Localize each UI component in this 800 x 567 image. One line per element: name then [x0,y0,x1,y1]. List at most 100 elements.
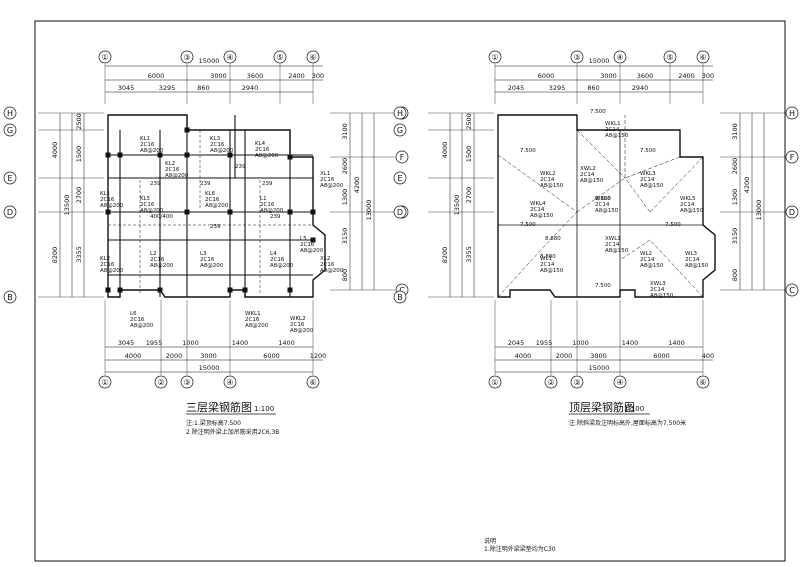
roof-beam-annotation: A8@150 [540,268,564,274]
top-axis-bubble-label: ③ [183,53,190,62]
roof-beam-annotation: XWL3 [650,281,666,287]
bottom-axis-bubble-label: ⑥ [309,378,316,387]
elevation-mark: 7.500 [590,109,606,115]
beam-annotation: A8@200 [150,263,174,269]
beam-annotation: A8@200 [140,148,164,154]
top-axis-bubble-label: ③ [573,53,580,62]
bottom-dim: 4000 [515,352,532,360]
beam-annotation: 2C16 [200,257,215,263]
section-text: 239 [270,214,281,220]
beam-annotation: 2C16 [320,262,335,268]
column [287,287,293,293]
beam-annotation: A8@200 [205,203,229,209]
left-plan-title: 三层梁钢筋图 [186,400,252,414]
left-dim: 2700 [75,187,83,204]
bottom-axis-bubble [696,375,710,389]
right-dim: 800 [731,269,739,281]
beam-annotation: A8@200 [100,268,124,274]
beam-annotation: KL5 [140,196,151,202]
roof-beam-annotation: WKL2 [540,171,556,177]
beam-annotation: A8@200 [245,323,269,329]
right-dim: 3100 [731,123,739,140]
bottom-sub-dim: 1000 [572,339,589,347]
beam-annotation: 2C16 [245,317,260,323]
right-dim: 3150 [731,228,739,245]
left-axis-bubble [3,171,17,185]
left-group-dim: 13500 [453,195,461,216]
right-axis-bubble-label: C [399,286,405,295]
right-dim: 3150 [341,228,349,245]
top-dim: 300 [312,72,324,80]
bottom-sub-dim: 1955 [146,339,163,347]
left-axis-bubble [3,205,17,219]
left-dim: 2700 [465,187,473,204]
top-dim: 2400 [288,72,305,80]
top-axis-bubble-label: ① [101,53,108,62]
top-sub-dim: 3295 [549,84,566,92]
column [227,209,233,215]
roof-beam-annotation: WL3 [685,251,698,257]
left-axis-bubble-label: B [7,293,13,302]
bottom-sub-dim: 1400 [278,339,295,347]
column [105,209,111,215]
beam-annotation: 2C16 [300,242,315,248]
roof-beam-annotation: A8@150 [685,263,709,269]
bottom-dim: 6000 [263,352,280,360]
beam-annotation: A8@200 [210,148,234,154]
elevation-mark: 7.500 [595,283,611,289]
right-group-dim: 13000 [365,200,373,221]
top-dim: 3000 [210,72,227,80]
beam-annotation: 2C16 [320,177,335,183]
beam-annotation: A8@200 [300,248,324,254]
column [157,287,163,293]
beam-annotation: 2C16 [140,202,155,208]
roof-hip-line [549,211,578,241]
elevation-mark: 8.880 [545,236,561,242]
top-total-dim: 15000 [199,57,220,65]
bottom-dim: 400 [702,352,714,360]
roof-hip-line [619,239,651,261]
beam-annotation: KL6 [205,191,216,197]
beam-annotation: KL2 [100,256,110,262]
bottom-axis-bubble [570,375,584,389]
left-dim: 1500 [75,146,83,163]
beam-annotation: A8@200 [320,183,344,189]
section-text: 400/400 [150,214,173,220]
beam-annotation: XL1 [320,171,330,177]
right-axis-bubble [785,205,799,219]
roof-beam-annotation: 2C14 [580,172,595,178]
top-dim: 3000 [600,72,617,80]
top-axis-bubble [488,50,502,64]
left-axis-bubble [3,106,17,120]
top-sub-dim: 2940 [242,84,259,92]
roof-beam-annotation: A8@150 [595,208,619,214]
beam-annotation: 2C16 [150,257,165,263]
beam-annotation: A8@200 [140,208,164,214]
left-note-2: 2.除注明外梁上加吊筋采用2C6,3B [186,428,279,436]
bottom-axis-bubble-label: ④ [226,378,233,387]
roof-beam-annotation: A8@150 [540,183,564,189]
left-axis-bubble-label: H [397,109,403,118]
left-group-dim: 8200 [441,247,449,264]
top-axis-bubble-label: ④ [616,53,623,62]
roof-beam-annotation: 2C14 [640,177,655,183]
roof-beam-annotation: 2C14 [680,202,695,208]
bottom-dim: 2000 [556,352,573,360]
column [117,152,123,158]
top-axis-bubble-label: ⑥ [309,53,316,62]
left-plan-scale: 1:100 [254,405,274,413]
beam-annotation: L6 [130,311,137,317]
top-sub-dim: 860 [587,84,599,92]
left-group-dim: 4000 [51,142,59,159]
section-text: 239 [150,181,161,187]
beam-annotation: KL4 [255,141,266,147]
roof-beam-annotation: A8@150 [605,133,629,139]
bottom-axis-bubble [613,375,627,389]
bottom-axis-bubble [180,375,194,389]
bottom-axis-bubble [154,375,168,389]
top-axis-bubble [613,50,627,64]
right-dim: 3100 [341,123,349,140]
roof-beam-annotation: A8@150 [640,263,664,269]
footer-text: 1.除注明外梁梁垫均为C30 [484,545,556,553]
